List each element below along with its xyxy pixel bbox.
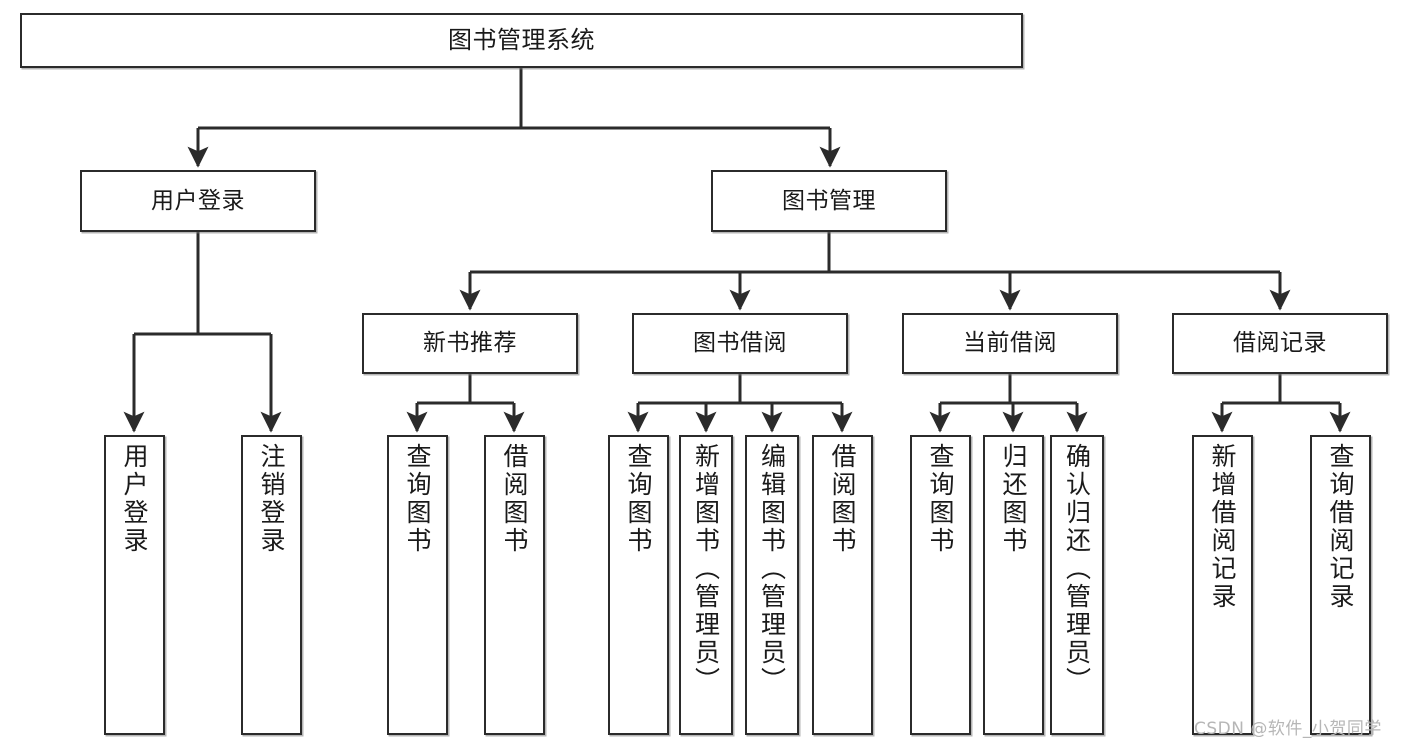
node-book-manage[interactable]: 图书管理 <box>711 170 947 232</box>
node-leaf-user-login[interactable]: 用户登录 <box>104 435 165 735</box>
node-current-borrow[interactable]: 当前借阅 <box>902 313 1118 374</box>
node-leaf-query-record-label: 查询借阅记录 <box>1326 443 1355 611</box>
node-leaf-query-book-2[interactable]: 查询图书 <box>608 435 669 735</box>
node-leaf-query-record[interactable]: 查询借阅记录 <box>1310 435 1371 735</box>
node-leaf-add-record[interactable]: 新增借阅记录 <box>1192 435 1253 735</box>
node-borrow-record-label: 借阅记录 <box>1233 330 1327 357</box>
node-leaf-borrow-book-2-label: 借阅图书 <box>828 443 857 555</box>
node-leaf-edit-book-label: 编辑图书（管理员） <box>757 443 787 695</box>
node-leaf-edit-book[interactable]: 编辑图书（管理员） <box>745 435 799 735</box>
node-leaf-user-login-label: 用户登录 <box>120 443 149 555</box>
node-leaf-query-book-1[interactable]: 查询图书 <box>387 435 448 735</box>
node-leaf-logout-label: 注销登录 <box>257 443 286 555</box>
node-leaf-query-book-3-label: 查询图书 <box>926 443 955 555</box>
node-leaf-borrow-book-1-label: 借阅图书 <box>500 443 529 555</box>
node-leaf-borrow-book-1[interactable]: 借阅图书 <box>484 435 545 735</box>
node-leaf-confirm-return[interactable]: 确认归还（管理员） <box>1050 435 1104 735</box>
node-leaf-logout[interactable]: 注销登录 <box>241 435 302 735</box>
node-leaf-add-book[interactable]: 新增图书（管理员） <box>679 435 733 735</box>
node-book-borrow-label: 图书借阅 <box>693 330 787 357</box>
node-leaf-borrow-book-2[interactable]: 借阅图书 <box>812 435 873 735</box>
node-root[interactable]: 图书管理系统 <box>20 13 1023 68</box>
node-leaf-query-book-1-label: 查询图书 <box>403 443 432 555</box>
node-current-borrow-label: 当前借阅 <box>963 330 1057 357</box>
node-leaf-query-book-3[interactable]: 查询图书 <box>910 435 971 735</box>
node-leaf-add-record-label: 新增借阅记录 <box>1208 443 1237 611</box>
node-borrow-record[interactable]: 借阅记录 <box>1172 313 1388 374</box>
node-leaf-add-book-label: 新增图书（管理员） <box>691 443 721 695</box>
node-user-login-label: 用户登录 <box>151 187 245 214</box>
node-book-borrow[interactable]: 图书借阅 <box>632 313 848 374</box>
node-leaf-return-book[interactable]: 归还图书 <box>983 435 1044 735</box>
node-leaf-query-book-2-label: 查询图书 <box>624 443 653 555</box>
node-leaf-confirm-return-label: 确认归还（管理员） <box>1062 443 1092 695</box>
node-root-label: 图书管理系统 <box>448 25 595 54</box>
node-leaf-return-book-label: 归还图书 <box>999 443 1028 555</box>
node-user-login[interactable]: 用户登录 <box>80 170 316 232</box>
node-book-manage-label: 图书管理 <box>782 187 876 214</box>
node-new-book-recommend-label: 新书推荐 <box>423 330 517 357</box>
node-new-book-recommend[interactable]: 新书推荐 <box>362 313 578 374</box>
